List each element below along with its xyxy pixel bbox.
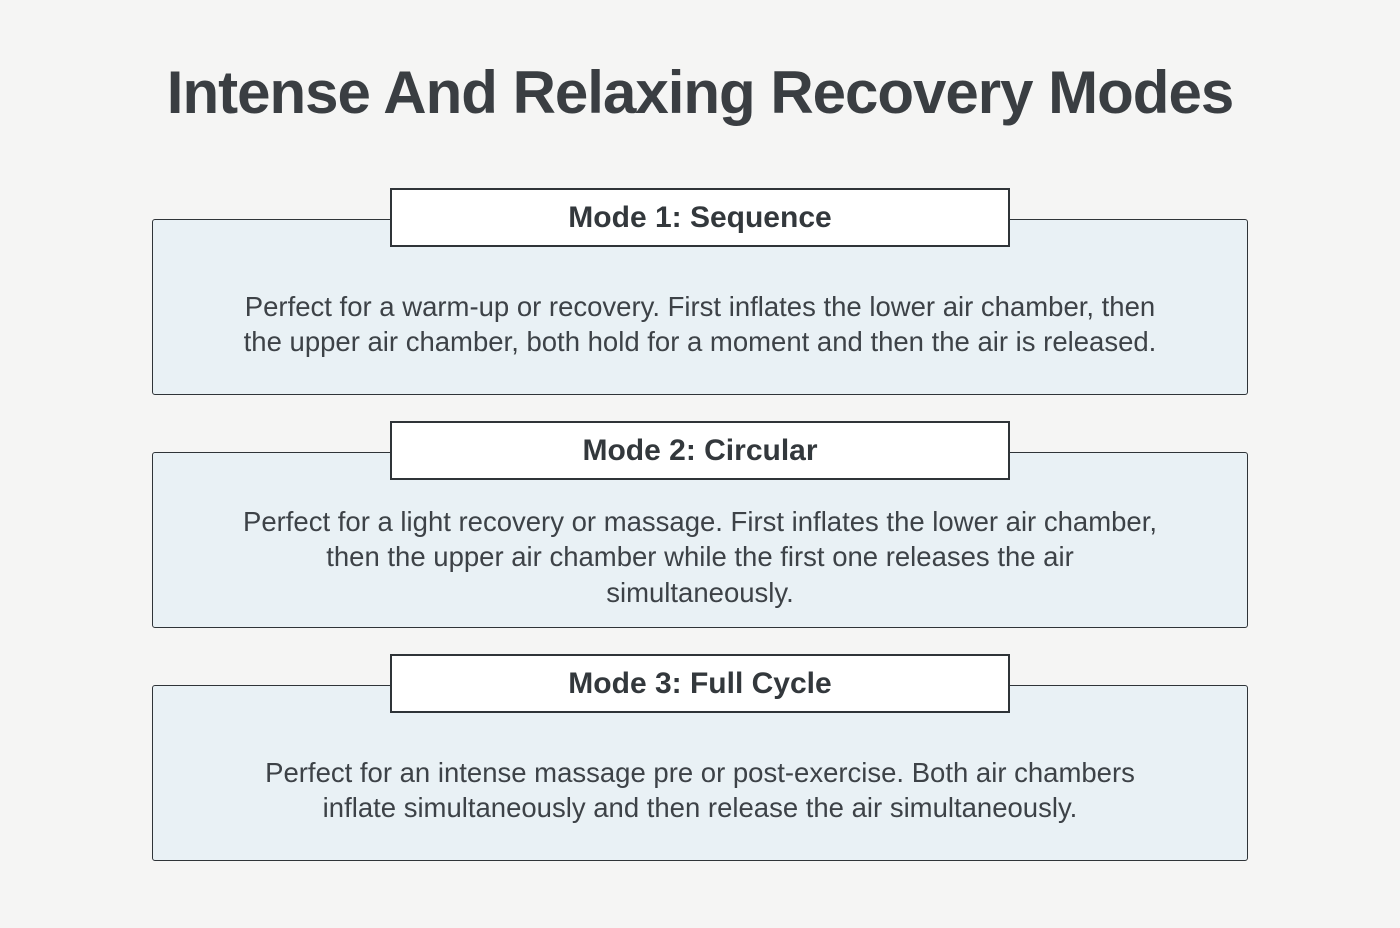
mode-1-card: Perfect for a warm-up or recovery. First… (152, 219, 1248, 395)
mode-2-description: Perfect for a light recovery or massage.… (243, 505, 1157, 608)
mode-section-1: Mode 1: Sequence Perfect for a warm-up o… (152, 188, 1248, 395)
mode-section-2: Mode 2: Circular Perfect for a light rec… (152, 421, 1248, 628)
page-title: Intense And Relaxing Recovery Modes (166, 59, 1234, 126)
mode-3-description: Perfect for an intense massage pre or po… (265, 756, 1135, 824)
mode-section-3: Mode 3: Full Cycle Perfect for an intens… (152, 654, 1248, 861)
mode-2-label: Mode 2: Circular (390, 421, 1010, 480)
mode-1-description: Perfect for a warm-up or recovery. First… (243, 290, 1157, 358)
mode-3-card: Perfect for an intense massage pre or po… (152, 685, 1248, 861)
mode-3-label: Mode 3: Full Cycle (390, 654, 1010, 713)
mode-1-label: Mode 1: Sequence (390, 188, 1010, 247)
